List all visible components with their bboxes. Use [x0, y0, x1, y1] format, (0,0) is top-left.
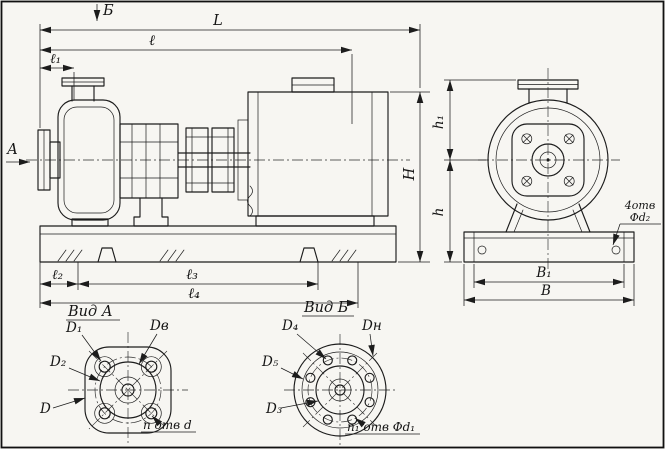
view-b-title: Вид Б — [303, 300, 349, 316]
dim-label-l: ℓ — [149, 33, 155, 49]
dim-label-h: h — [431, 208, 447, 217]
dim-label-Dv: Dв — [149, 318, 169, 334]
anchor-holes-note-line1: 4отв — [624, 199, 655, 212]
section-b-label: Б — [102, 3, 114, 19]
view-a-holes-note: n отв d — [143, 418, 192, 432]
dim-label-B1: B₁ — [535, 265, 551, 281]
cover-bolts — [521, 133, 575, 187]
section-marker-b: Б — [93, 3, 114, 21]
dim-label-l4: ℓ₄ — [188, 286, 200, 302]
side-view-pump-unit — [26, 77, 410, 263]
view-a-flange: Вид А D₁ Dв D₂ D n отв d — [39, 304, 196, 446]
base-hatching — [57, 249, 357, 262]
end-view-dimensions: h₁ h B₁ B 4отв Φd₂ — [431, 79, 661, 306]
dim-label-D2: D₂ — [49, 354, 66, 370]
view-a-bolt-holes — [94, 356, 162, 424]
dim-label-l2: ℓ₂ — [52, 267, 63, 283]
view-b-flange: Вид Б D₄ Dн D₅ D₃ n₁ отв Φd₁ — [261, 300, 420, 446]
dim-label-H: H — [402, 167, 418, 181]
view-b-holes-note: n₁ отв Φd₁ — [347, 420, 415, 434]
side-view-dimensions: L ℓ ℓ₁ H ℓ₂ ℓ₃ ℓ₄ — [39, 13, 430, 308]
dim-label-B: B — [540, 283, 551, 299]
anchor-holes-note-line2: Φd₂ — [630, 211, 650, 224]
dim-label-h1: h₁ — [431, 115, 447, 129]
dim-label-D5: D₅ — [261, 354, 279, 370]
dim-label-D1: D₁ — [65, 320, 82, 336]
dim-label-D4: D₄ — [281, 318, 298, 334]
dim-label-D: D — [39, 401, 51, 417]
dim-label-L: L — [212, 13, 223, 29]
dim-label-D3: D₃ — [265, 401, 282, 417]
dim-label-l3: ℓ₃ — [186, 267, 198, 283]
view-a-title: Вид А — [67, 304, 113, 320]
dim-label-Dn: Dн — [361, 318, 382, 334]
view-a-arrow-label: А — [6, 142, 18, 158]
view-marker-a: А — [6, 142, 30, 166]
dim-label-l1: ℓ₁ — [50, 51, 61, 67]
end-view-pump — [463, 68, 635, 272]
